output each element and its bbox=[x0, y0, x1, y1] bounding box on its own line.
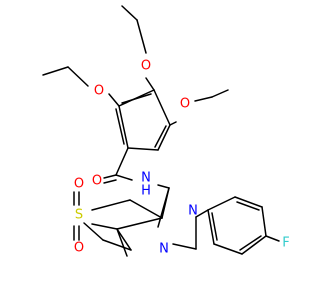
atom-o-sulfone-bottom: O bbox=[74, 241, 84, 256]
bond bbox=[127, 147, 159, 151]
bond bbox=[153, 89, 171, 126]
atom-n-amide: N bbox=[141, 171, 151, 186]
bond bbox=[91, 199, 131, 211]
bond bbox=[116, 228, 132, 251]
atom-o-left: O bbox=[94, 84, 104, 99]
bond bbox=[129, 199, 163, 219]
molecule-drawing: O O O O N H S O O N N F bbox=[42, 5, 290, 257]
atom-h-amide: H bbox=[141, 184, 151, 199]
atom-n-pyrazole-1: N bbox=[188, 204, 198, 219]
bond bbox=[265, 235, 280, 242]
bond bbox=[121, 5, 138, 21]
bond bbox=[145, 77, 155, 91]
bond bbox=[211, 89, 229, 98]
atom-fluorine: F bbox=[282, 236, 289, 251]
bond bbox=[239, 235, 262, 251]
bond bbox=[67, 66, 89, 87]
atom-o-right: O bbox=[180, 97, 190, 112]
bonds bbox=[42, 5, 280, 257]
bond bbox=[157, 184, 170, 189]
bond bbox=[103, 179, 117, 184]
bond bbox=[83, 222, 104, 241]
atom-s-sulfone: S bbox=[75, 208, 83, 223]
bond bbox=[207, 209, 215, 245]
structure-svg: O O O O N H S O O N N F bbox=[42, 5, 290, 257]
bond bbox=[91, 223, 118, 230]
bond bbox=[102, 239, 132, 251]
bond bbox=[261, 206, 267, 237]
bond bbox=[157, 124, 171, 151]
atom-o-top: O bbox=[141, 59, 151, 74]
bond bbox=[241, 235, 267, 255]
bond bbox=[211, 212, 218, 241]
bond bbox=[121, 93, 152, 104]
bond bbox=[195, 209, 209, 218]
bond bbox=[236, 201, 260, 211]
bond bbox=[213, 243, 243, 255]
atom-o-sulfone-top: O bbox=[74, 177, 84, 192]
bond bbox=[207, 196, 236, 211]
bond bbox=[169, 121, 177, 126]
bond bbox=[42, 66, 69, 76]
bond bbox=[118, 105, 129, 149]
bond bbox=[157, 187, 170, 228]
bond bbox=[172, 243, 197, 250]
bond bbox=[108, 93, 120, 107]
bond bbox=[103, 174, 117, 179]
bond bbox=[154, 125, 167, 148]
bond bbox=[234, 196, 263, 208]
bond bbox=[115, 147, 129, 176]
bond bbox=[194, 96, 213, 102]
bond bbox=[115, 108, 125, 145]
bond bbox=[136, 19, 147, 54]
atom-n-pyrazole-2: N bbox=[159, 242, 169, 257]
bond bbox=[115, 174, 133, 181]
atom-labels: O O O O N H S O O N N F bbox=[74, 59, 290, 257]
bond bbox=[116, 228, 128, 257]
atom-o-carbonyl: O bbox=[92, 174, 102, 189]
bond bbox=[116, 217, 163, 230]
